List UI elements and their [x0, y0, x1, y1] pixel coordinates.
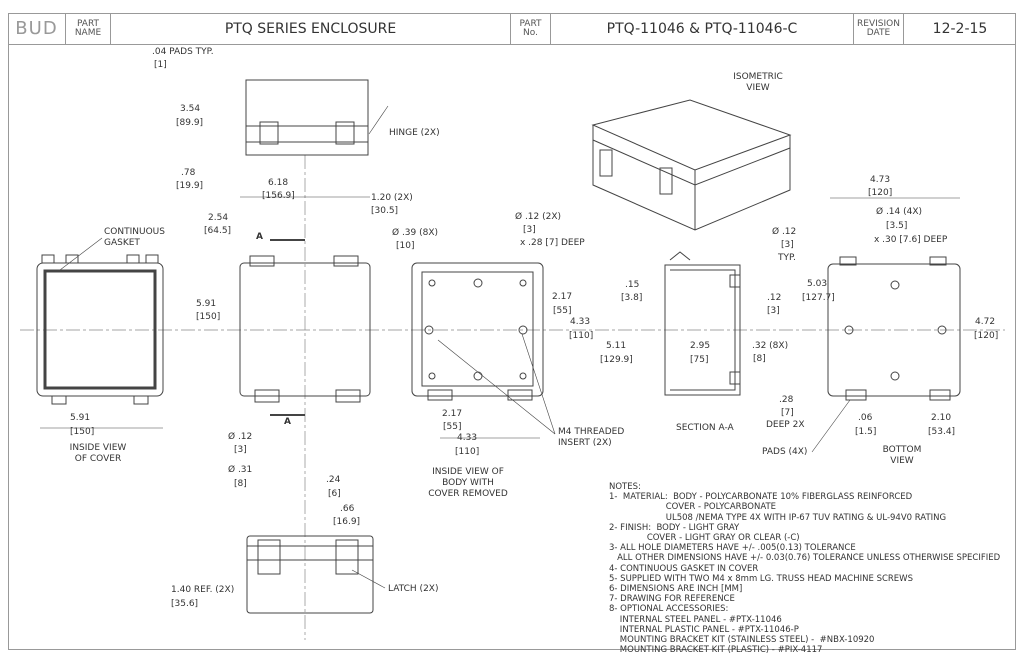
- dim-text: 2.10: [931, 413, 952, 423]
- cover-view-label: INSIDE VIEW OF COVER: [69, 443, 127, 464]
- dim-text: .06: [858, 413, 873, 423]
- dim-text: 4.73: [870, 175, 891, 185]
- dim-text: 4.33: [457, 433, 478, 443]
- dim-text: [75]: [690, 355, 709, 365]
- latch-callout: LATCH (2X): [388, 584, 439, 594]
- part-number: PTQ-11046 & PTQ-11046-C: [551, 13, 854, 45]
- dim-text: [110]: [455, 447, 480, 457]
- dim-text: [10]: [396, 241, 415, 251]
- revision-label: REVISION DATE: [854, 13, 904, 45]
- dim-text: .24: [326, 475, 341, 485]
- dim-text: 6.18: [268, 178, 289, 188]
- dim-text: .15: [625, 280, 640, 290]
- revision-date: 12-2-15: [904, 13, 1016, 45]
- dim-text: 2.54: [208, 213, 229, 223]
- dim-text: .78: [181, 168, 196, 178]
- dim-text: [89.9]: [176, 118, 204, 128]
- dim-text: Ø .14 (4X): [876, 207, 923, 217]
- dim-text: [8]: [753, 354, 766, 364]
- section-mark-a: A: [284, 417, 291, 427]
- dim-text: Ø .12 (2X): [515, 212, 562, 222]
- dim-text: Ø .39 (8X): [392, 228, 439, 238]
- dim-text: 1.20 (2X): [371, 193, 413, 203]
- dim-text: [3]: [767, 306, 780, 316]
- dim-text: Ø .12: [228, 432, 253, 442]
- dim-text: [3]: [781, 240, 794, 250]
- dim-text: 4.33: [570, 317, 591, 327]
- pads-callout: PADS (4X): [762, 447, 808, 457]
- dim-text: .28: [779, 395, 794, 405]
- dim-text: [55]: [443, 422, 462, 432]
- dim-text: [120]: [974, 331, 999, 341]
- dim-text: [7]: [781, 408, 794, 418]
- dim-text: [3.8]: [621, 293, 643, 303]
- dim-text: [35.6]: [171, 599, 199, 609]
- dim-text: [1]: [154, 60, 167, 70]
- dim-text: [8]: [234, 479, 247, 489]
- dim-text: .66: [340, 504, 355, 514]
- section-mark-a: A: [256, 232, 263, 242]
- hinge-callout: HINGE (2X): [389, 128, 440, 138]
- dim-text: [127.7]: [802, 293, 835, 303]
- dim-text: 1.40 REF. (2X): [171, 585, 235, 595]
- body-view-label: INSIDE VIEW OF BODY WITH COVER REMOVED: [428, 467, 508, 499]
- dim-text: [3]: [523, 225, 536, 235]
- dim-text: [3]: [234, 445, 247, 455]
- m4-insert-callout: M4 THREADED INSERT (2X): [558, 427, 625, 448]
- drawing-frame: [8, 13, 1016, 650]
- dim-text: [3.5]: [886, 221, 908, 231]
- dim-text: 5.91: [70, 413, 91, 423]
- dim-text: x .30 [7.6] DEEP: [874, 235, 948, 245]
- dim-text: [1.5]: [855, 427, 877, 437]
- dim-text: 5.03: [807, 279, 828, 289]
- dim-text: 4.72: [975, 317, 996, 327]
- dim-text: [30.5]: [371, 206, 399, 216]
- gasket-callout: CONTINUOUS GASKET: [104, 227, 165, 248]
- dim-text: [6]: [328, 489, 341, 499]
- dim-text: 2.17: [552, 292, 573, 302]
- dim-text: [150]: [70, 427, 95, 437]
- dim-text: [64.5]: [204, 226, 232, 236]
- dim-text: .32 (8X): [752, 341, 789, 351]
- dim-text: [129.9]: [600, 355, 633, 365]
- dim-text: 5.11: [606, 341, 627, 351]
- dim-text: x .28 [7] DEEP: [520, 238, 585, 248]
- dim-text: [120]: [868, 188, 893, 198]
- dim-text: [110]: [569, 331, 594, 341]
- dim-text: [19.9]: [176, 181, 204, 191]
- dim-text: [150]: [196, 312, 221, 322]
- isometric-view-label: ISOMETRIC VIEW: [733, 72, 783, 93]
- dim-text: .12: [767, 293, 782, 303]
- notes: NOTES: 1- MATERIAL: BODY - POLYCARBONATE…: [609, 482, 1001, 656]
- dim-text: .04 PADS TYP.: [152, 47, 214, 57]
- dim-text: TYP.: [778, 253, 796, 263]
- bottom-view-label: BOTTOM VIEW: [882, 445, 922, 466]
- bud-logo: BUD: [8, 13, 66, 45]
- dim-text: [53.4]: [928, 427, 956, 437]
- dim-text: 2.95: [690, 341, 711, 351]
- part-name-label: PART NAME: [66, 13, 111, 45]
- dim-text: [16.9]: [333, 517, 361, 527]
- part-name: PTQ SERIES ENCLOSURE: [111, 13, 511, 45]
- dim-text: Ø .12: [772, 227, 797, 237]
- part-no-label: PART No.: [511, 13, 551, 45]
- dim-text: Ø .31: [228, 465, 253, 475]
- dim-text: [55]: [553, 306, 572, 316]
- dim-text: [156.9]: [262, 191, 295, 201]
- section-view-label: SECTION A-A: [676, 423, 734, 433]
- dim-text: 5.91: [196, 299, 217, 309]
- dim-text: 2.17: [442, 409, 463, 419]
- dim-text: 3.54: [180, 104, 201, 114]
- dim-text: DEEP 2X: [766, 420, 805, 430]
